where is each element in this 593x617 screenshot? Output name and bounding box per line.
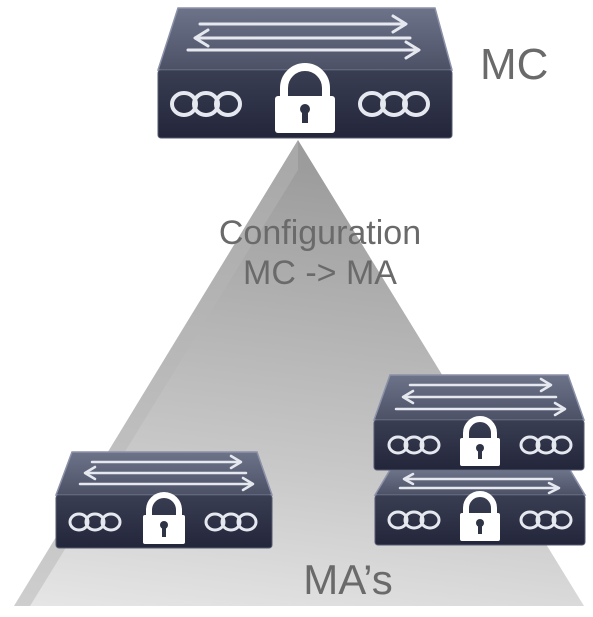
ports-left-icon [68, 512, 122, 532]
ports-left-icon [387, 510, 441, 530]
padlock-icon [143, 492, 185, 544]
ports-right-icon [358, 91, 430, 117]
arrows-icon [78, 454, 255, 492]
mc-label: MC [480, 40, 549, 89]
ports-left-icon [170, 91, 242, 117]
ports-left-icon [387, 435, 441, 455]
ma-switch-left-icon [54, 451, 274, 549]
ma-switch-right-top-icon [372, 374, 586, 471]
configuration-line-2: MC -> MA [243, 254, 397, 292]
arrows-icon [398, 472, 561, 495]
ports-right-icon [519, 435, 573, 455]
padlock-icon [460, 491, 500, 541]
arrows-icon [186, 14, 421, 60]
ma-switch-right-bottom-icon [373, 469, 587, 546]
padlock-icon [460, 416, 500, 466]
mas-label: MA’s [303, 556, 393, 603]
configuration-label: Configuration MC -> MA [190, 213, 450, 293]
padlock-icon [275, 63, 335, 133]
configuration-line-1: Configuration [218, 214, 422, 252]
arrows-icon [394, 377, 567, 417]
ports-right-icon [204, 512, 258, 532]
mc-switch-icon [156, 7, 453, 139]
ports-right-icon [519, 510, 573, 530]
